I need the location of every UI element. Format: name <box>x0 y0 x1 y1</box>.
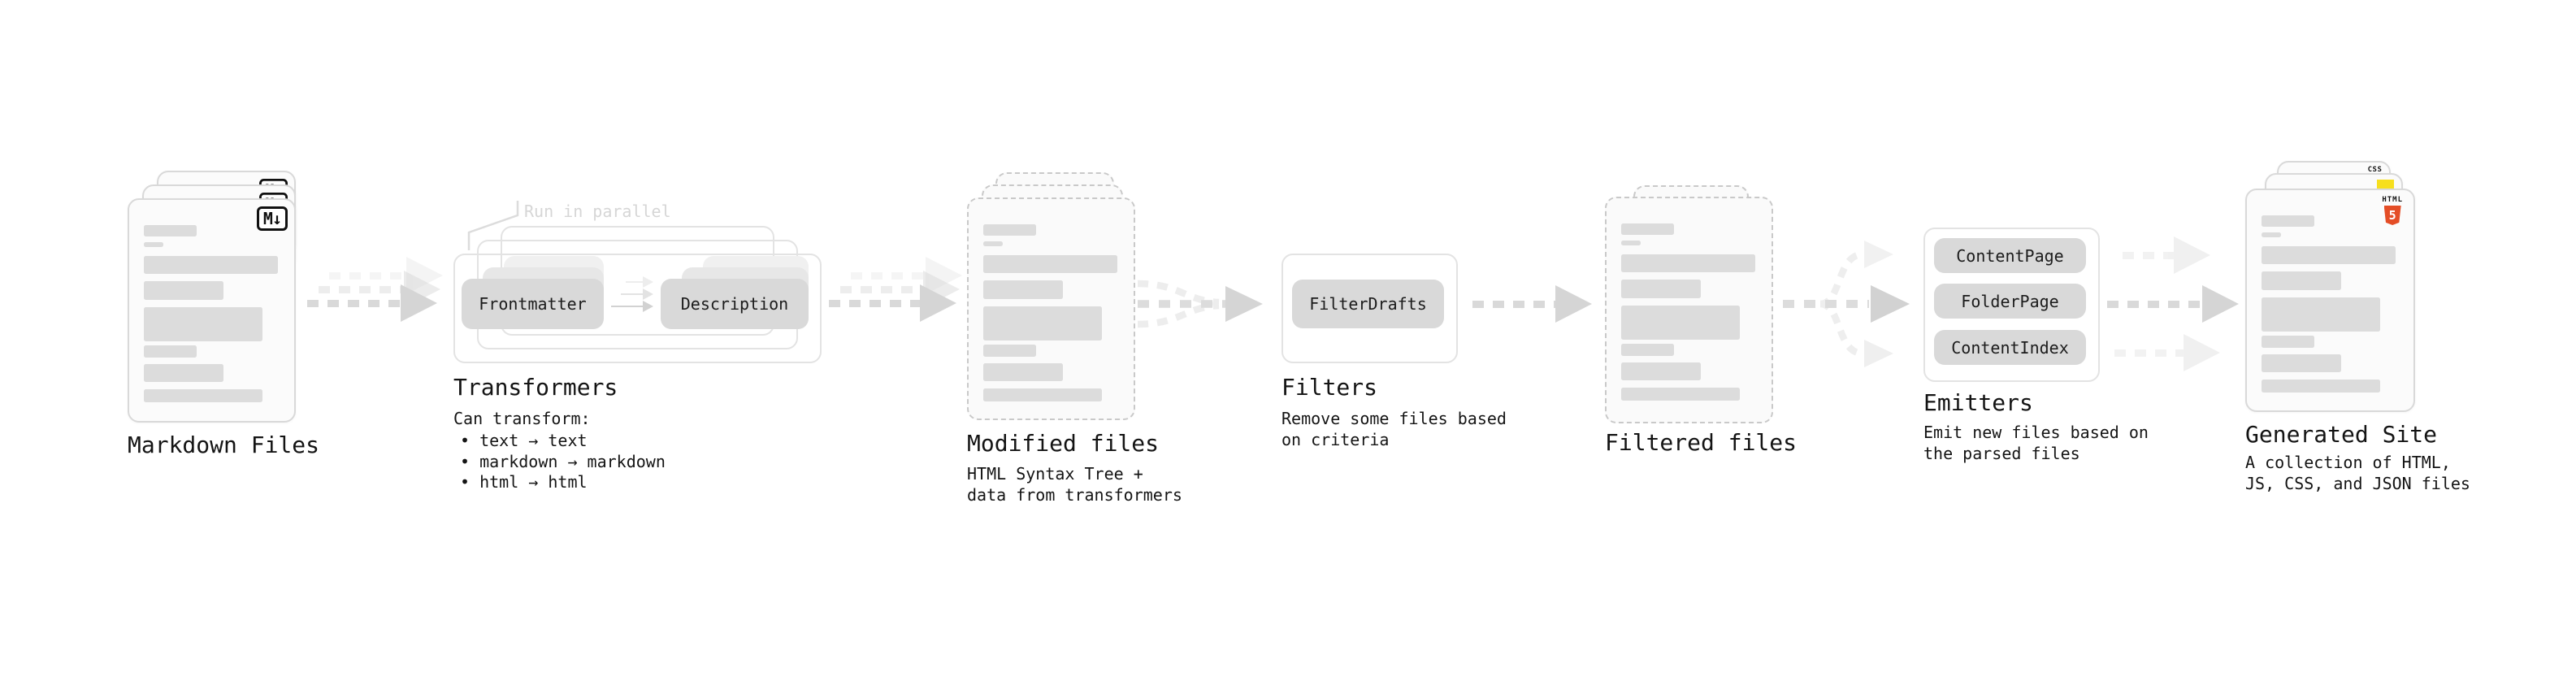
document-skeleton <box>2262 215 2396 393</box>
transformers-note: Can transform: <box>453 409 591 428</box>
modified-file-card-front <box>967 197 1135 420</box>
skeleton-bar <box>2262 380 2380 393</box>
skeleton-bar <box>1621 388 1740 401</box>
flow-arrow-markdown-to-transformers <box>307 284 437 322</box>
skeleton-bar <box>2262 271 2341 290</box>
skeleton-bar <box>983 241 1003 246</box>
skeleton-bar <box>144 242 163 247</box>
skeleton-bar <box>2262 354 2341 372</box>
document-skeleton <box>983 224 1117 401</box>
stage-label-markdown-files: Markdown Files <box>128 432 320 458</box>
emitter-pill-contentindex: ContentIndex <box>1934 330 2086 365</box>
css-icon-label: CSS <box>2367 166 2383 174</box>
transformer-pill-frontmatter: Frontmatter <box>462 279 604 329</box>
transformers-capability-list: text → text markdown → markdown html → h… <box>460 431 666 493</box>
skeleton-bar <box>2262 297 2380 332</box>
emitter-pill-contentpage: ContentPage <box>1934 238 2086 273</box>
modified-files-note: HTML Syntax Tree + data from transformer… <box>967 464 1182 505</box>
skeleton-bar <box>2262 246 2396 264</box>
skeleton-bar <box>144 364 223 382</box>
markdown-file-card-front: M↓ <box>128 198 296 423</box>
html5-icon-number: 5 <box>2388 207 2396 223</box>
html5-icon-label: HTML <box>2382 196 2403 204</box>
flow-arrow-filters-to-filtered <box>1472 285 1592 323</box>
skeleton-bar <box>1621 280 1701 298</box>
skeleton-bar <box>1621 241 1641 245</box>
flow-arrow-emitter-middle <box>2107 285 2239 323</box>
emitter-pill-folderpage: FolderPage <box>1934 284 2086 319</box>
skeleton-bar <box>144 345 197 358</box>
document-skeleton <box>144 225 278 402</box>
filtered-file-card-front <box>1605 197 1773 423</box>
skeleton-bar <box>983 224 1036 236</box>
filters-note: Remove some files based on criteria <box>1281 409 1507 449</box>
skeleton-bar <box>983 306 1102 340</box>
skeleton-bar <box>144 389 262 402</box>
document-skeleton <box>1621 223 1755 401</box>
skeleton-bar <box>2262 215 2314 227</box>
filter-pill-filterdrafts: FilterDrafts <box>1292 280 1444 328</box>
skeleton-bar <box>144 307 262 341</box>
run-in-parallel-annotation: Run in parallel <box>524 202 671 221</box>
skeleton-bar <box>1621 344 1674 356</box>
flow-arrow-emitter-top <box>2123 236 2210 274</box>
stage-label-filters: Filters <box>1281 374 1378 401</box>
stage-label-filtered-files: Filtered files <box>1605 429 1798 456</box>
pill-link-arrow <box>626 276 653 288</box>
html5-icon: HTML 5 <box>2382 197 2403 225</box>
stage-label-transformers: Transformers <box>453 374 618 401</box>
flow-arrow-transformers-to-modified <box>829 284 956 322</box>
emitters-note: Emit new files based on the parsed files <box>1923 423 2149 463</box>
skeleton-bar <box>2262 232 2281 237</box>
generated-site-card-html: HTML 5 <box>2245 189 2415 412</box>
javascript-icon <box>2377 180 2394 190</box>
generated-site-note: A collection of HTML, JS, CSS, and JSON … <box>2245 453 2470 493</box>
annotation-callout-line <box>467 201 519 250</box>
flow-arrow-fork-to-emitters <box>1783 241 1910 367</box>
emitters-frame <box>1923 228 2100 382</box>
markdown-icon: M↓ <box>256 206 288 231</box>
flow-arrow-emitter-bottom <box>2114 334 2220 371</box>
skeleton-bar <box>983 255 1117 273</box>
pill-link-arrow <box>621 288 653 300</box>
stage-label-emitters: Emitters <box>1923 389 2033 416</box>
pill-link-arrow <box>611 301 653 312</box>
skeleton-bar <box>983 388 1102 401</box>
stage-label-modified-files: Modified files <box>967 430 1160 457</box>
skeleton-bar <box>983 280 1063 299</box>
skeleton-bar <box>1621 306 1740 340</box>
transformer-pill-description: Description <box>661 279 809 329</box>
transformer-frame-front <box>453 254 822 363</box>
stage-label-generated-site: Generated Site <box>2245 421 2438 448</box>
skeleton-bar <box>144 281 223 300</box>
skeleton-bar <box>1621 254 1755 272</box>
capability-item: text → text <box>460 431 666 452</box>
skeleton-bar <box>144 256 278 274</box>
capability-item: markdown → markdown <box>460 452 666 473</box>
html5-icon-shield: 5 <box>2383 206 2401 225</box>
skeleton-bar <box>983 363 1063 381</box>
skeleton-bar <box>1621 223 1674 235</box>
capability-item: html → html <box>460 472 666 493</box>
skeleton-bar <box>144 225 197 236</box>
filters-frame <box>1281 254 1458 363</box>
flow-arrow-converge-to-filters <box>1137 280 1263 328</box>
skeleton-bar <box>1621 362 1701 380</box>
skeleton-bar <box>983 345 1036 357</box>
skeleton-bar <box>2262 336 2314 348</box>
